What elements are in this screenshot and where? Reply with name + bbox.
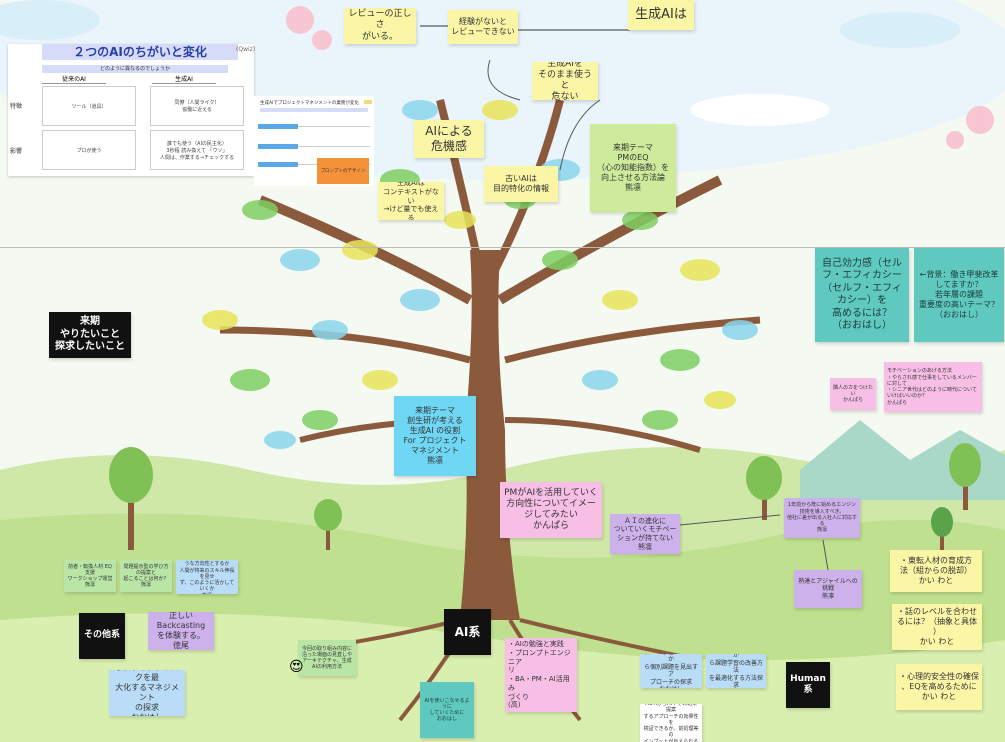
thumbnail-subtitle-bar — [260, 108, 368, 112]
sticky-note-pm-ai-direction[interactable]: PMがAIを活用していく 方向性についてイメー ジしてみたい かんぱら — [500, 482, 602, 538]
sticky-note-neighbor-power[interactable]: 隣人のカをつけたい かんぱら — [830, 378, 876, 410]
sticky-note-word-level[interactable]: ・話のレベルを合わせ るには？（抽象と具体 ） かい わと — [892, 604, 982, 650]
sticky-note-engineer-agile[interactable]: 熟達とアジャイルへの挑戦 熊凛 — [794, 570, 862, 608]
sticky-note-engineer-tech[interactable]: 1年前から既に始めるエンジン技術を導入すべき。 他社に差が出る入社人に対応する … — [784, 498, 860, 538]
sticky-note-self-efficacy[interactable]: 自己効力感（セル フ・エフィカシー （セルフ・エフィ カシー）を 高めるには？ … — [815, 248, 909, 342]
sticky-note-problem-learning[interactable]: 問題提示型の学び方の提案と 起こることは何か？ 熊凛 — [120, 560, 172, 592]
sticky-note-ai-evolution[interactable]: ＡＩの進化に ついていくモチベー ションが持てない 熊凛 — [610, 514, 680, 554]
sticky-note-motivation[interactable]: モチベーションのあげる方法 ・やらされ感で仕事をしているメンバーに対して ・シニ… — [884, 362, 982, 412]
thumbnail-line — [298, 126, 370, 127]
sticky-note-genai-is[interactable]: 生成AIは — [628, 0, 694, 30]
slide-badge: (Qwiz) — [236, 46, 256, 53]
category-label-human[interactable]: Human系 — [786, 662, 830, 708]
slide-title: ２つのAIのちがいと変化 — [42, 44, 238, 60]
sticky-note-next-theme-genai[interactable]: 来期テーマ 創生研が考える 生成AI の役割 For プロジェクト マネジメント… — [394, 396, 476, 476]
slide-cell: 誰でも使う（AIの民主化） 3秒程 読み換えて 「ウソ」 人間は、作業する→チェ… — [150, 130, 244, 170]
sticky-note-next-theme-pm-eq[interactable]: 来期テーマ PMのEQ （心の知能指数）を 向上させる方法論 熊凛 — [590, 124, 676, 212]
category-label-ai[interactable]: AI系 — [444, 609, 491, 655]
sticky-note-background-question[interactable]: ←背景：働き甲斐改革 してますか？ 若年層の課題 重要度の高いテーマ？ （おおは… — [914, 248, 1004, 342]
comparison-slide[interactable]: ２つのAIのちがいと変化 (Qwiz) どのように異なるのでしょうか 従来のAI… — [8, 44, 256, 176]
sticky-note-organization[interactable]: 組織・地域の中でどのような方向性とするか 人間が将来のスキル伸長を見せ ず、この… — [176, 560, 238, 594]
sticky-note-talent-training[interactable]: ・東転人材の育成方 法（組からの脱却） かい わと — [890, 550, 982, 592]
thumbnail-line — [298, 146, 370, 147]
sticky-note-ai-usage[interactable]: ・AIの勉強と実践 ・プロンプトエンジニア リ ・BA・PM・AI活用み づくり… — [505, 638, 577, 712]
sticky-note-green-bottom[interactable]: 今回の取り組み内容に沿った場面の見直しや アーキテクチャ、生成AIの利用方法 — [298, 640, 356, 676]
slide-col-right: 生成AI — [152, 76, 216, 84]
sticky-note-positive-press[interactable]: ポジティブプリスクを最 大化するマネジメント の探求 おおはし — [109, 670, 185, 716]
sticky-note-psych-safety[interactable]: ・心理的安全性の確保 、EQを高めるために かい わと — [896, 664, 982, 710]
sticky-note-mbti[interactable]: MBTIからAIやその結果提案 するアプローチの効果性を 検証できるか、前処理等… — [640, 704, 702, 742]
slide-cell: 同僚（人間ライク） 協働に近える — [150, 86, 244, 126]
slide-cell: プロが使う — [42, 130, 136, 170]
divider-line — [0, 247, 1005, 248]
sticky-note-review-correct[interactable]: レビューの正しさ がいる。 — [344, 8, 416, 44]
sticky-note-genai-context[interactable]: 生成AIは コンテキストがない →けど量でも使える — [378, 182, 444, 220]
sticky-note-teal-bottom[interactable]: AIを使いこなせるように していくために おおはし — [420, 682, 474, 738]
sticky-note-no-experience[interactable]: 経験がないと レビューできない — [448, 10, 518, 44]
sticky-note-personal-approach[interactable]: 個人の学習パターンか ら個別課題を見出すア プローチの探求 おおはし — [640, 654, 702, 688]
sticky-note-personal-method[interactable]: 個人の学習パターンか ら課題学習の改善方法 を最適化する方法探求 おおはし — [706, 654, 766, 688]
slide-subtitle: どのように異なるのでしょうか — [42, 65, 228, 73]
slide-row-feature: 特徴 — [10, 103, 23, 110]
orange-sticky-note[interactable]: プロンプトのデザイン — [317, 158, 369, 184]
category-label-next-period[interactable]: 来期 やりたいこと 探求したいこと — [49, 312, 131, 358]
slide-col-left: 従来のAI — [42, 76, 106, 84]
thumbnail-arrow — [258, 144, 298, 149]
thumbnail-tag — [364, 100, 372, 104]
heart-eyes-emoji-icon: 😍 — [289, 659, 304, 675]
sticky-note-old-ai[interactable]: 古いAIは 目的特化の情報 — [484, 166, 558, 202]
thumbnail-title: 生成AIでプロジェクトマネジメントの業務が変化 — [260, 101, 359, 106]
sticky-note-eq-workshop[interactable]: 前者・転換人材 EQ支援 ワークショップ運営 熊凛 — [64, 560, 116, 592]
sticky-note-ai-crisis[interactable]: AIによる 危機感 — [414, 120, 484, 158]
thumbnail-arrow — [258, 124, 298, 129]
thumbnail-arrow — [258, 162, 298, 167]
sticky-note-backcasting[interactable]: 正しいBackcasting を体験する。 徳尾 — [148, 612, 214, 650]
slide-cell: ツール（道具） — [42, 86, 136, 126]
sticky-note-genai-danger[interactable]: 生成AIを そのまま使うと 危ない — [532, 62, 598, 100]
category-label-others[interactable]: その他系 — [79, 613, 125, 659]
slide-row-impact: 影響 — [10, 148, 23, 155]
